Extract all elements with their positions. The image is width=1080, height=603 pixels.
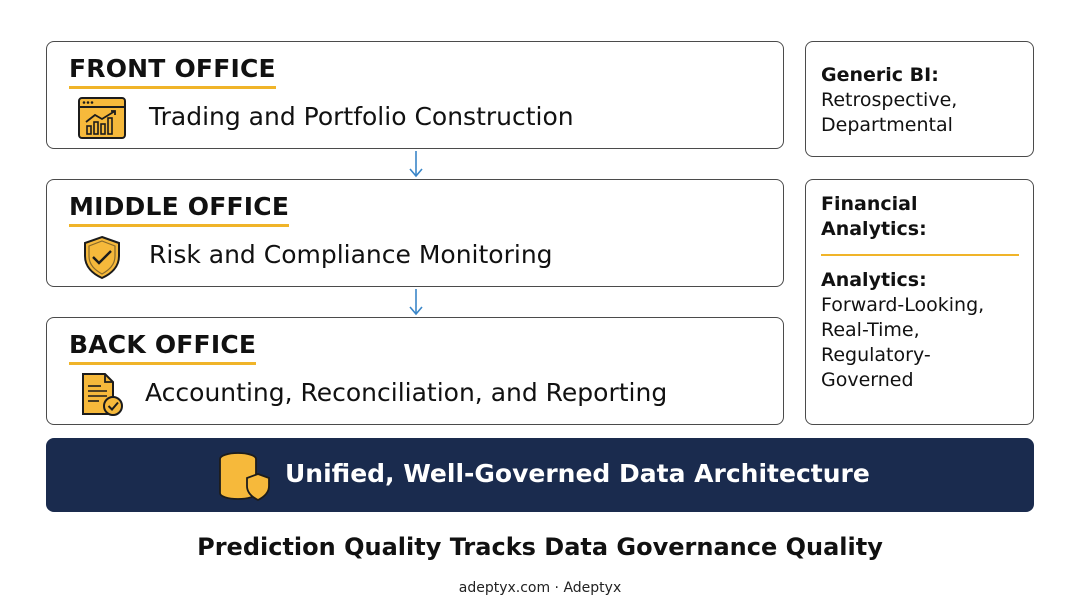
back-office-description: Accounting, Reconciliation, and Reportin… — [145, 378, 668, 407]
data-architecture-bar: Unified, Well-Governed Data Architecture — [46, 438, 1034, 512]
financial-analytics-line: Real-Time, — [821, 319, 920, 341]
back-office-title: BACK OFFICE — [69, 330, 257, 365]
shield-check-icon — [84, 235, 120, 280]
financial-analytics-line: Governed — [821, 369, 914, 391]
headline: Prediction Quality Tracks Data Governanc… — [197, 533, 883, 561]
financial-analytics-line: Regulatory- — [821, 344, 931, 366]
financial-analytics-label: Financial — [821, 193, 918, 215]
front-office-description: Trading and Portfolio Construction — [149, 102, 574, 131]
generic-bi-box: Generic BI: Retrospective, Departmental — [805, 41, 1034, 157]
document-check-icon — [82, 373, 123, 416]
analytics-sublabel: Analytics: — [821, 269, 927, 291]
financial-analytics-box: Financial Analytics: Analytics: Forward-… — [805, 179, 1034, 425]
financial-analytics-line: Forward-Looking, — [821, 294, 985, 316]
divider — [821, 254, 1019, 256]
down-arrow-icon — [409, 151, 423, 178]
financial-analytics-label: Analytics: — [821, 218, 927, 240]
database-shield-icon — [219, 452, 270, 502]
trading-chart-icon — [78, 97, 126, 139]
middle-office-box: MIDDLE OFFICE Risk and Compliance Monito… — [46, 179, 784, 287]
down-arrow-icon — [409, 289, 423, 316]
attribution: adeptyx.com · Adeptyx — [458, 580, 622, 596]
middle-office-description: Risk and Compliance Monitoring — [149, 240, 553, 269]
generic-bi-line: Departmental — [821, 114, 953, 136]
generic-bi-line: Retrospective, — [821, 89, 958, 111]
front-office-title: FRONT OFFICE — [69, 54, 276, 89]
front-office-box: FRONT OFFICE Trading and Portfolio Const… — [46, 41, 784, 149]
back-office-box: BACK OFFICE Accounting, Reconciliation, … — [46, 317, 784, 425]
data-architecture-label: Unified, Well-Governed Data Architecture — [285, 459, 870, 488]
generic-bi-label: Generic BI: — [821, 64, 939, 86]
middle-office-title: MIDDLE OFFICE — [69, 192, 290, 227]
